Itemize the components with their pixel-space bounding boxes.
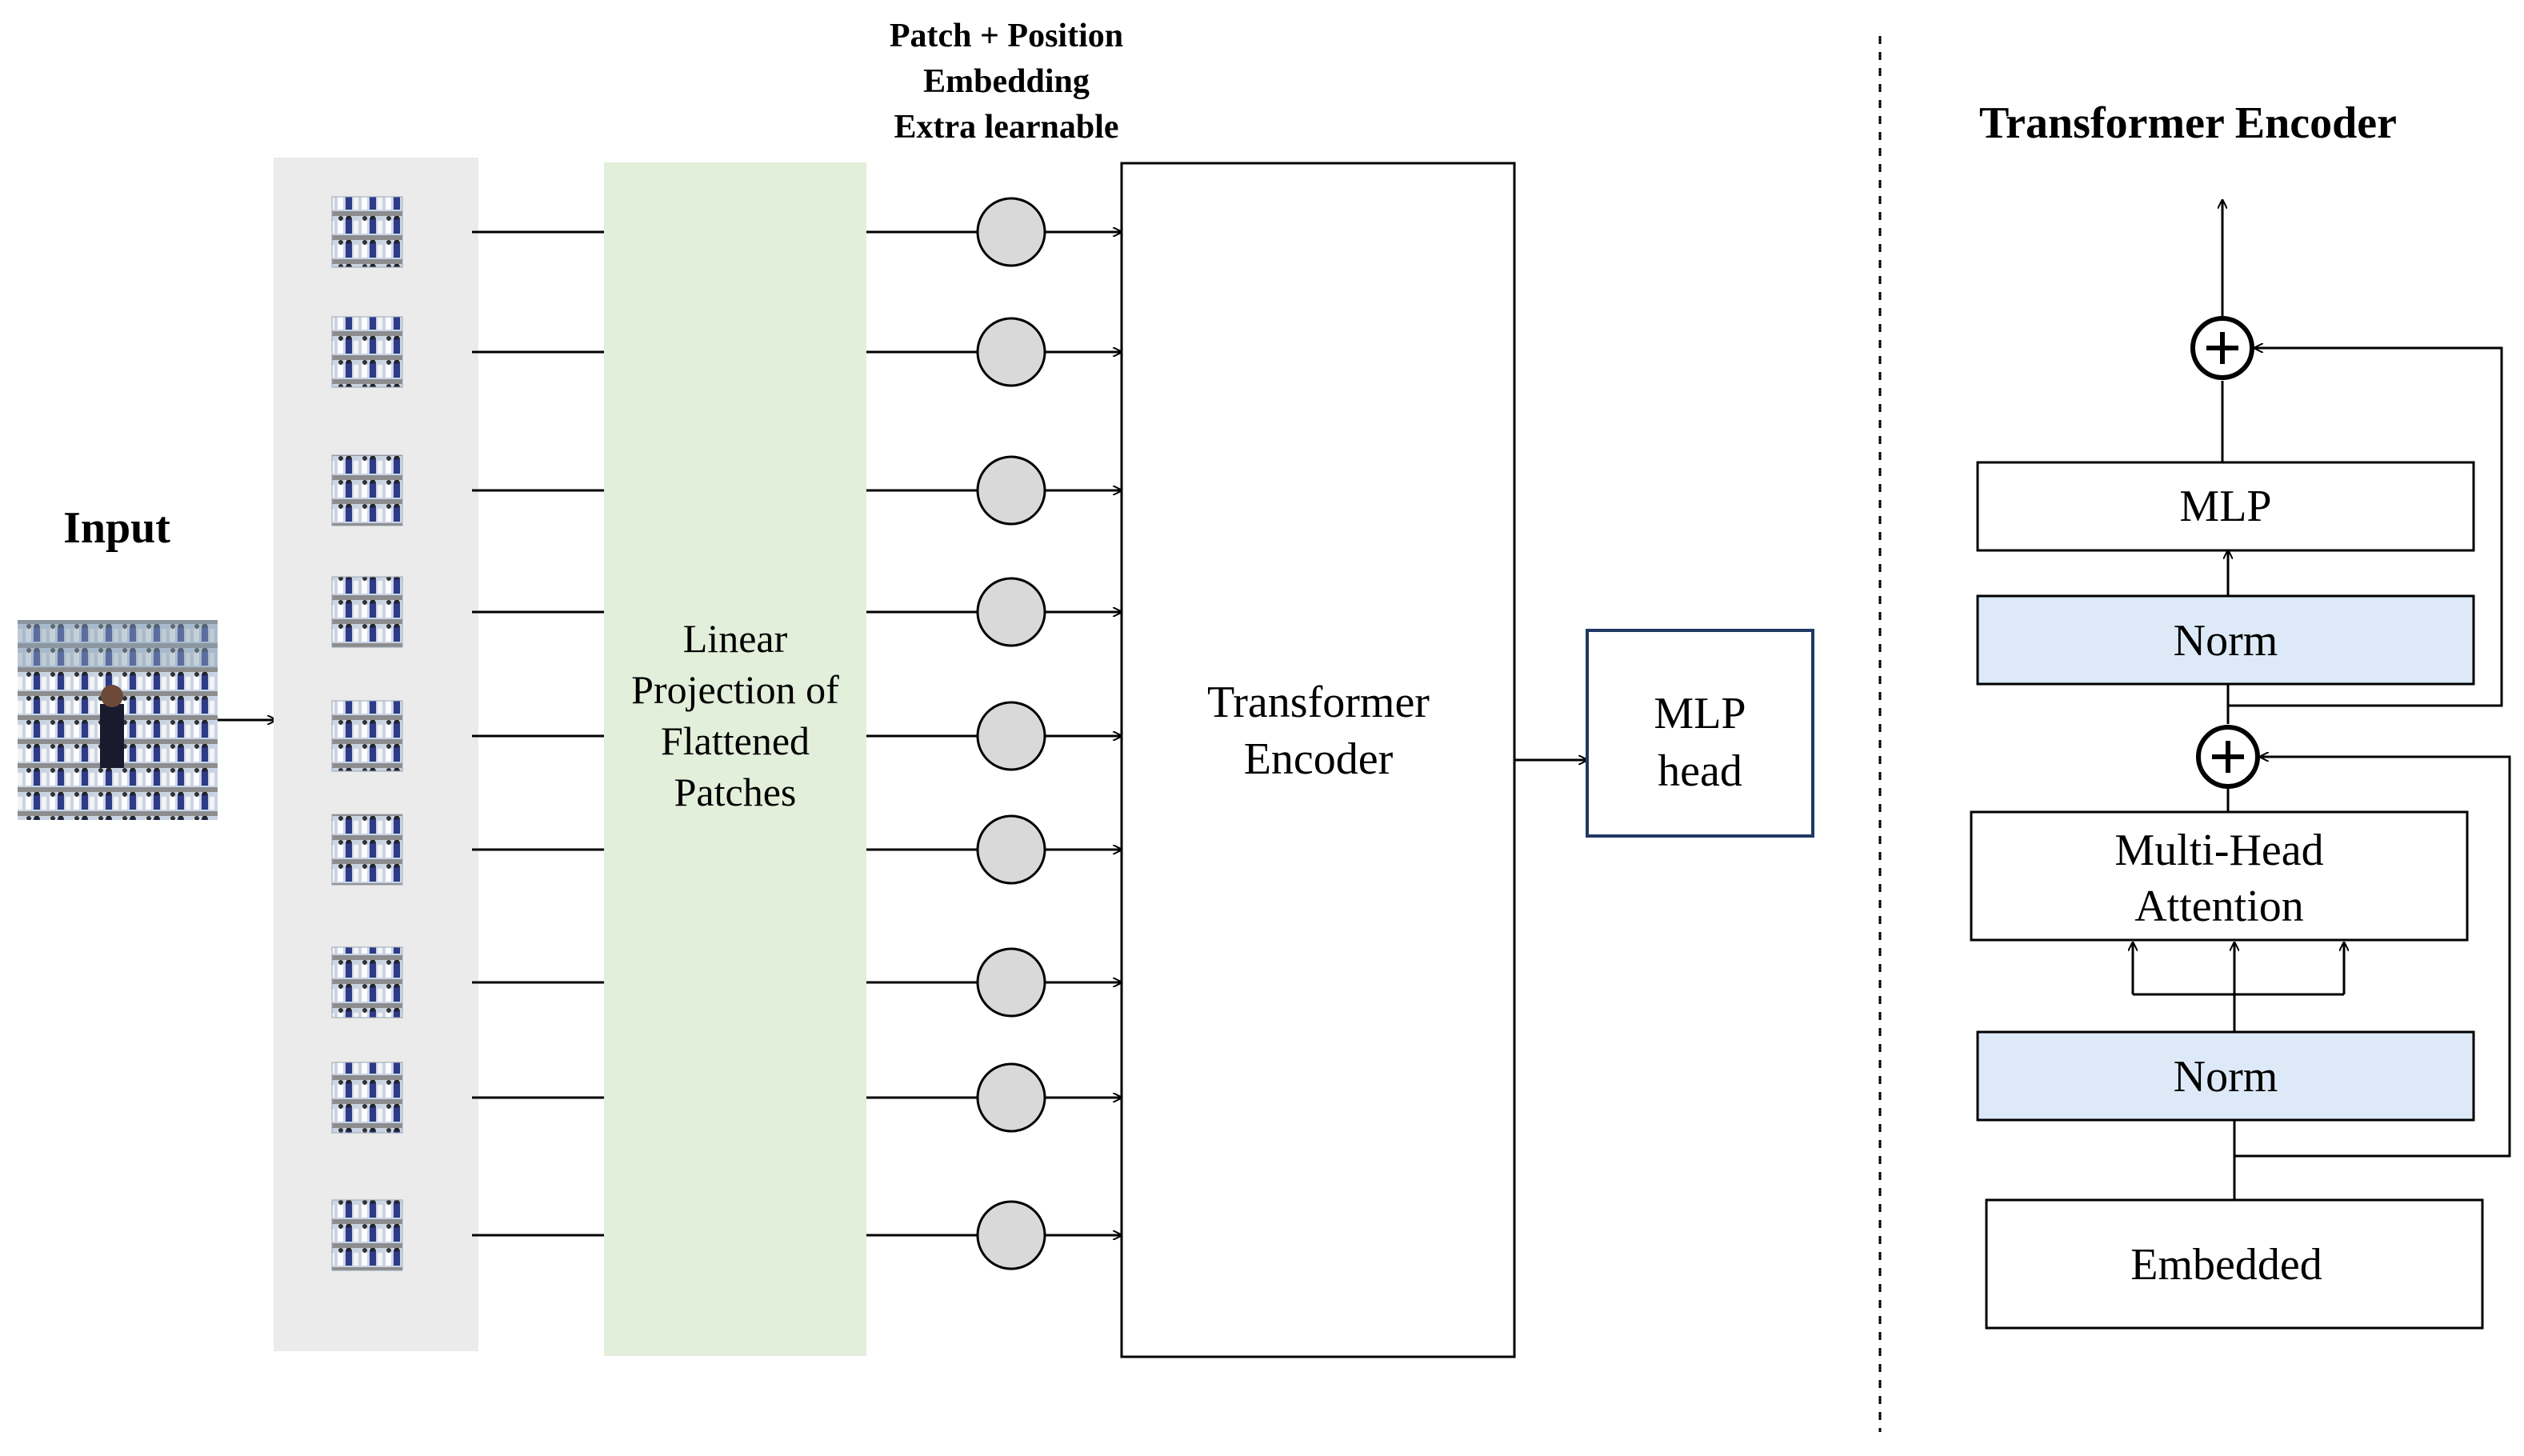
linear-projection-block [604, 162, 866, 1356]
patch-thumbnail [331, 454, 403, 526]
mlp-head-block [1586, 629, 1814, 838]
patch-thumbnail [331, 316, 403, 388]
patch-thumbnail [331, 576, 403, 648]
linear-projection-label: Linear Projection of Flattened Patches [631, 616, 839, 814]
input-image [18, 620, 218, 820]
add-icon-bottom [2196, 725, 2260, 789]
detail-mlp-label: MLP [2179, 482, 2271, 531]
projection-label-line1: Linear [683, 616, 788, 661]
detail-attention-label-line1: Multi-Head [2114, 826, 2323, 875]
transformer-encoder-block [1120, 162, 1516, 1358]
position-embedding-token [976, 317, 1046, 387]
patch-thumbnail [331, 946, 403, 1018]
position-embedding-token [976, 577, 1046, 647]
detail-attention-label-line2: Attention [2134, 882, 2304, 931]
input-label: Input [63, 503, 170, 553]
patch-thumbnail [331, 1199, 403, 1271]
projection-label-line4: Patches [674, 770, 797, 814]
token-rows [472, 197, 1122, 1270]
detail-norm-bottom-block [1976, 1030, 2475, 1122]
mlp-head-label-line1: MLP [1654, 689, 1746, 738]
patch-thumbnail [331, 1062, 403, 1134]
detail-mlp-block [1976, 461, 2475, 552]
detail-norm-top-label: Norm [2174, 616, 2278, 666]
patch-thumbnails [331, 196, 403, 1271]
detail-norm-top-block [1976, 594, 2475, 686]
position-embedding-token [976, 947, 1046, 1018]
patch-embedding-label-line2: Embedding [923, 63, 1090, 100]
patch-thumbnail [331, 196, 403, 268]
mlp-head-label-line2: head [1658, 746, 1742, 796]
add-icon-top [2190, 316, 2254, 380]
detail-norm-bottom-label: Norm [2174, 1052, 2278, 1102]
patch-embedding-label-line1: Patch + Position [890, 18, 1123, 54]
patch-embedding-header: Patch + Position Embedding Extra learnab… [890, 18, 1123, 146]
position-embedding-token [976, 701, 1046, 771]
position-embedding-token [976, 1200, 1046, 1270]
encoder-label-line1: Transformer [1207, 678, 1430, 727]
detail-embedded-block [1985, 1198, 2484, 1330]
encoder-detail-title: Transformer Encoder [1979, 98, 2397, 148]
position-embedding-token [976, 814, 1046, 885]
encoder-detail-connectors [2133, 200, 2511, 1200]
projection-label-line3: Flattened [661, 718, 810, 763]
position-embedding-token [976, 455, 1046, 526]
position-embedding-token [976, 197, 1046, 267]
detail-embedded-label: Embedded [2130, 1240, 2322, 1290]
patch-embedding-label-line3: Extra learnable [894, 109, 1118, 146]
patch-thumbnail [331, 814, 403, 886]
patch-thumbnail [331, 700, 403, 772]
encoder-label-line2: Encoder [1244, 734, 1394, 784]
position-embedding-token [976, 1062, 1046, 1133]
detail-attention-block [1970, 810, 2469, 942]
projection-label-line2: Projection of [631, 667, 839, 712]
